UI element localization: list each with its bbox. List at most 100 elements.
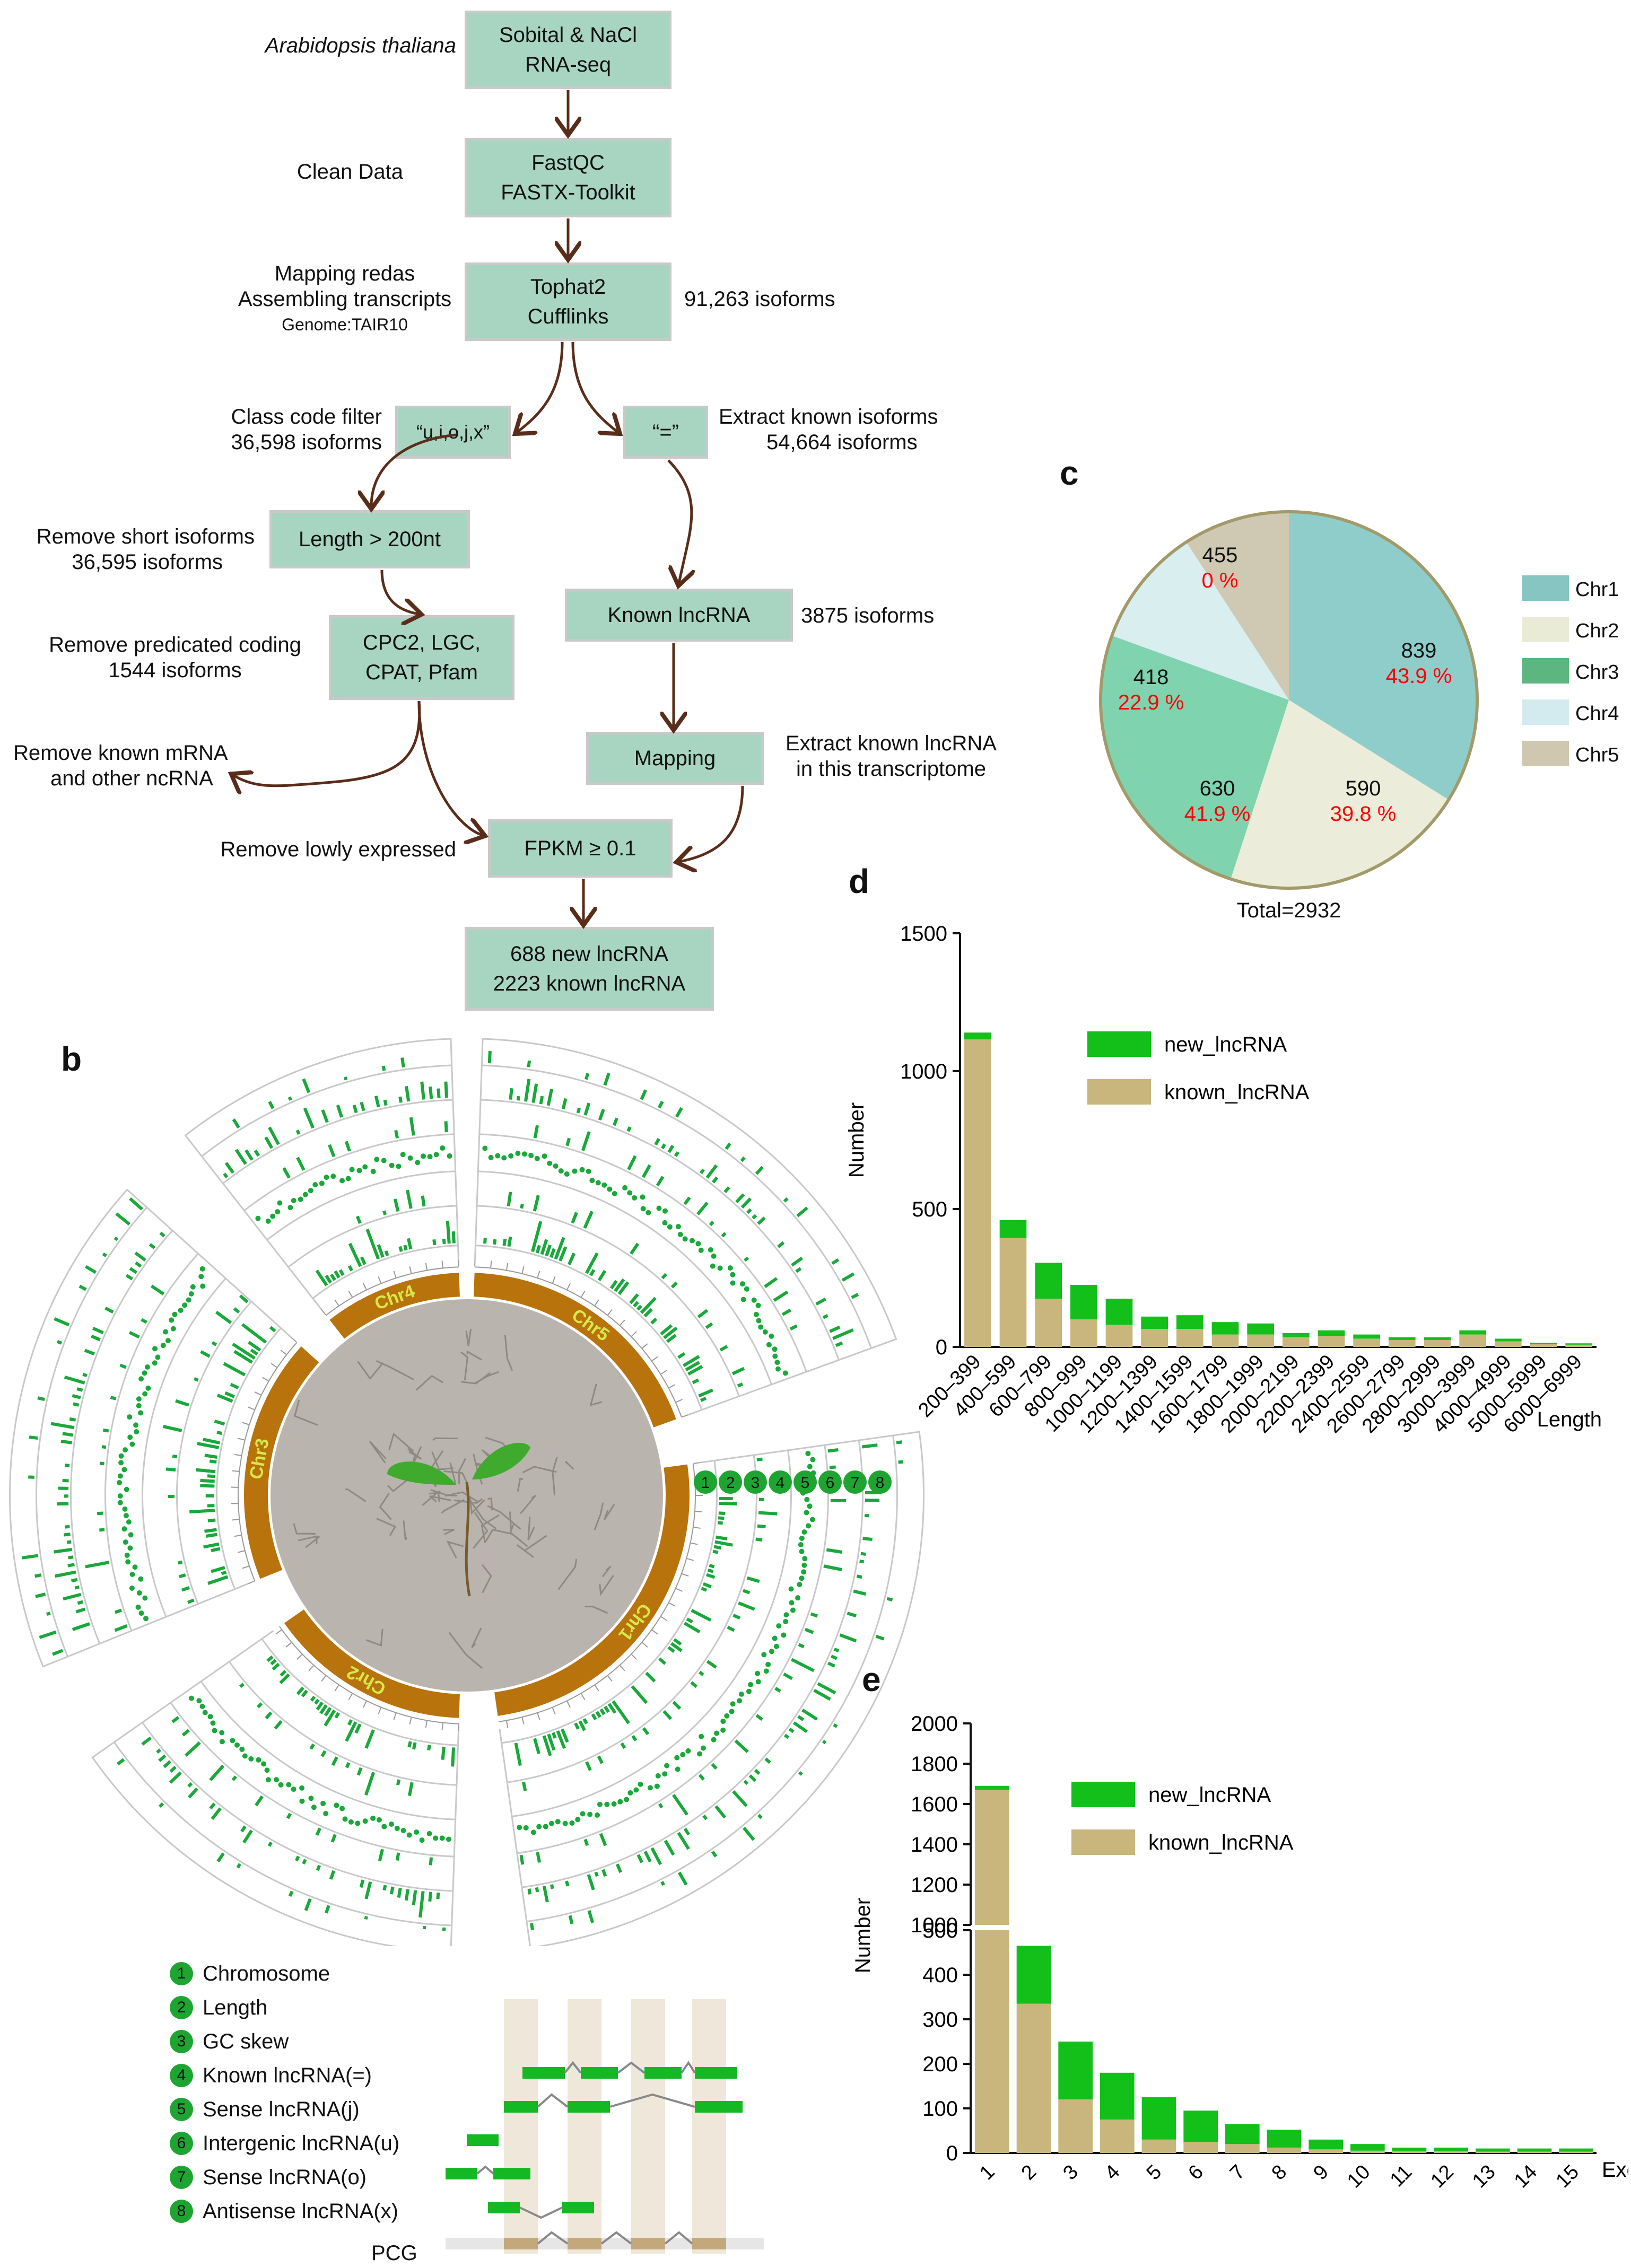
- splice-line: [564, 2061, 696, 2074]
- track-bar: [640, 1089, 647, 1100]
- track-bar: [670, 1281, 678, 1289]
- bar-new-lncrna: [1058, 2042, 1093, 2100]
- pie-percent-label: 43.9 %: [1386, 664, 1452, 688]
- track-bar: [667, 1144, 675, 1153]
- track-bar: [719, 1501, 737, 1506]
- gc-point: [662, 1220, 668, 1225]
- gc-point: [345, 1176, 351, 1181]
- tick-mark: [425, 1721, 428, 1728]
- pie-legend-swatch: [1522, 575, 1569, 601]
- track-bar: [692, 1378, 700, 1385]
- bar-new-lncrna: [1211, 1322, 1239, 1335]
- legend-number-badge: 5: [170, 2098, 193, 2121]
- track-bar: [738, 1601, 755, 1611]
- arrow-eq: [571, 341, 618, 432]
- track-bar: [862, 1443, 878, 1449]
- track-bar: [585, 1073, 590, 1080]
- tick-mark: [237, 1438, 245, 1441]
- bar-known-lncrna: [1100, 2120, 1135, 2153]
- track-bar: [266, 1655, 274, 1662]
- bar-new-lncrna: [1559, 2148, 1593, 2152]
- track-ring: [477, 1205, 740, 1397]
- track-bar: [187, 1787, 198, 1799]
- gc-point: [772, 1346, 778, 1352]
- gc-point: [342, 1816, 348, 1822]
- track-number-label: 3: [751, 1474, 760, 1492]
- track-bar: [527, 1888, 532, 1895]
- bar-new-lncrna: [1565, 1343, 1592, 1345]
- track-bar: [612, 1117, 618, 1126]
- bar-new-lncrna: [999, 1220, 1027, 1238]
- gc-point: [790, 1607, 796, 1613]
- x-tick-label: 8: [1268, 2161, 1292, 2185]
- track-bar: [585, 1761, 592, 1771]
- track-bar: [444, 1081, 449, 1098]
- track-bar: [409, 1117, 415, 1136]
- gc-point: [142, 1370, 147, 1376]
- gc-point: [433, 1835, 439, 1841]
- gc-point: [394, 1825, 400, 1831]
- track-bar: [200, 1350, 211, 1358]
- track-bar: [796, 1206, 808, 1218]
- track-bar: [200, 1478, 215, 1483]
- x-tick-label: 4: [1101, 2161, 1124, 2185]
- legend-number-badge: 3: [170, 2030, 193, 2053]
- track-bar: [329, 1870, 336, 1880]
- track-bar: [524, 1079, 531, 1102]
- track-bar: [296, 1157, 306, 1171]
- crack-line: [441, 1499, 465, 1514]
- gc-point: [547, 1160, 553, 1166]
- gc-point: [730, 1701, 736, 1707]
- track-bar: [211, 1547, 221, 1553]
- track-bar: [134, 1251, 146, 1262]
- bar-new-lncrna: [1459, 1330, 1486, 1335]
- exon-column: [692, 1999, 726, 2254]
- crack-line: [557, 1558, 578, 1590]
- gc-point: [137, 1410, 143, 1416]
- track-bar: [364, 1916, 368, 1920]
- track-bar: [737, 1382, 743, 1388]
- bar-new-lncrna: [1517, 2148, 1552, 2152]
- tick-mark: [378, 1276, 382, 1283]
- track-bar: [601, 1869, 607, 1877]
- box-final-line2: 2223 known lncRNA: [493, 972, 686, 995]
- track-bar: [451, 1231, 456, 1244]
- gc-point: [717, 1265, 723, 1271]
- track-bar: [221, 1570, 227, 1575]
- track-bar: [683, 1827, 691, 1836]
- crack-line: [599, 1575, 614, 1596]
- x-tick-label: 9: [1309, 2161, 1333, 2185]
- track-bar: [91, 1334, 101, 1342]
- track-bar: [406, 1189, 413, 1209]
- bar-known-lncrna: [1141, 2139, 1176, 2153]
- track-bar: [203, 1542, 220, 1549]
- legend-track-label: Chromosome: [203, 1961, 330, 1985]
- gc-point: [788, 1586, 794, 1592]
- track-bar: [407, 1782, 414, 1797]
- track-bar: [257, 1702, 263, 1709]
- track-bar: [209, 1764, 225, 1782]
- gc-point: [675, 1766, 681, 1772]
- track-number-label: 8: [876, 1474, 885, 1492]
- track-bar: [599, 1833, 607, 1846]
- track-bar: [612, 1700, 630, 1724]
- gc-point: [278, 1782, 284, 1788]
- track-bar: [827, 1661, 836, 1668]
- track-bar: [661, 1273, 667, 1280]
- track-bar: [374, 1096, 380, 1108]
- crack-line: [444, 1491, 478, 1502]
- track-bar: [527, 1060, 531, 1067]
- track-bar: [324, 1709, 336, 1727]
- track-bar: [701, 1587, 708, 1592]
- chromosome-band: [244, 1346, 319, 1579]
- track-bar: [705, 1164, 718, 1179]
- gc-point: [121, 1467, 127, 1473]
- crack-line: [585, 1606, 608, 1614]
- track-bar: [172, 1454, 178, 1459]
- track-bar: [630, 1242, 640, 1255]
- gc-point: [708, 1247, 713, 1253]
- gc-point: [772, 1635, 778, 1641]
- pie-percent-label: 39.8 %: [1330, 802, 1397, 826]
- track-number-badge: [769, 1470, 792, 1494]
- track-bar: [117, 1758, 125, 1766]
